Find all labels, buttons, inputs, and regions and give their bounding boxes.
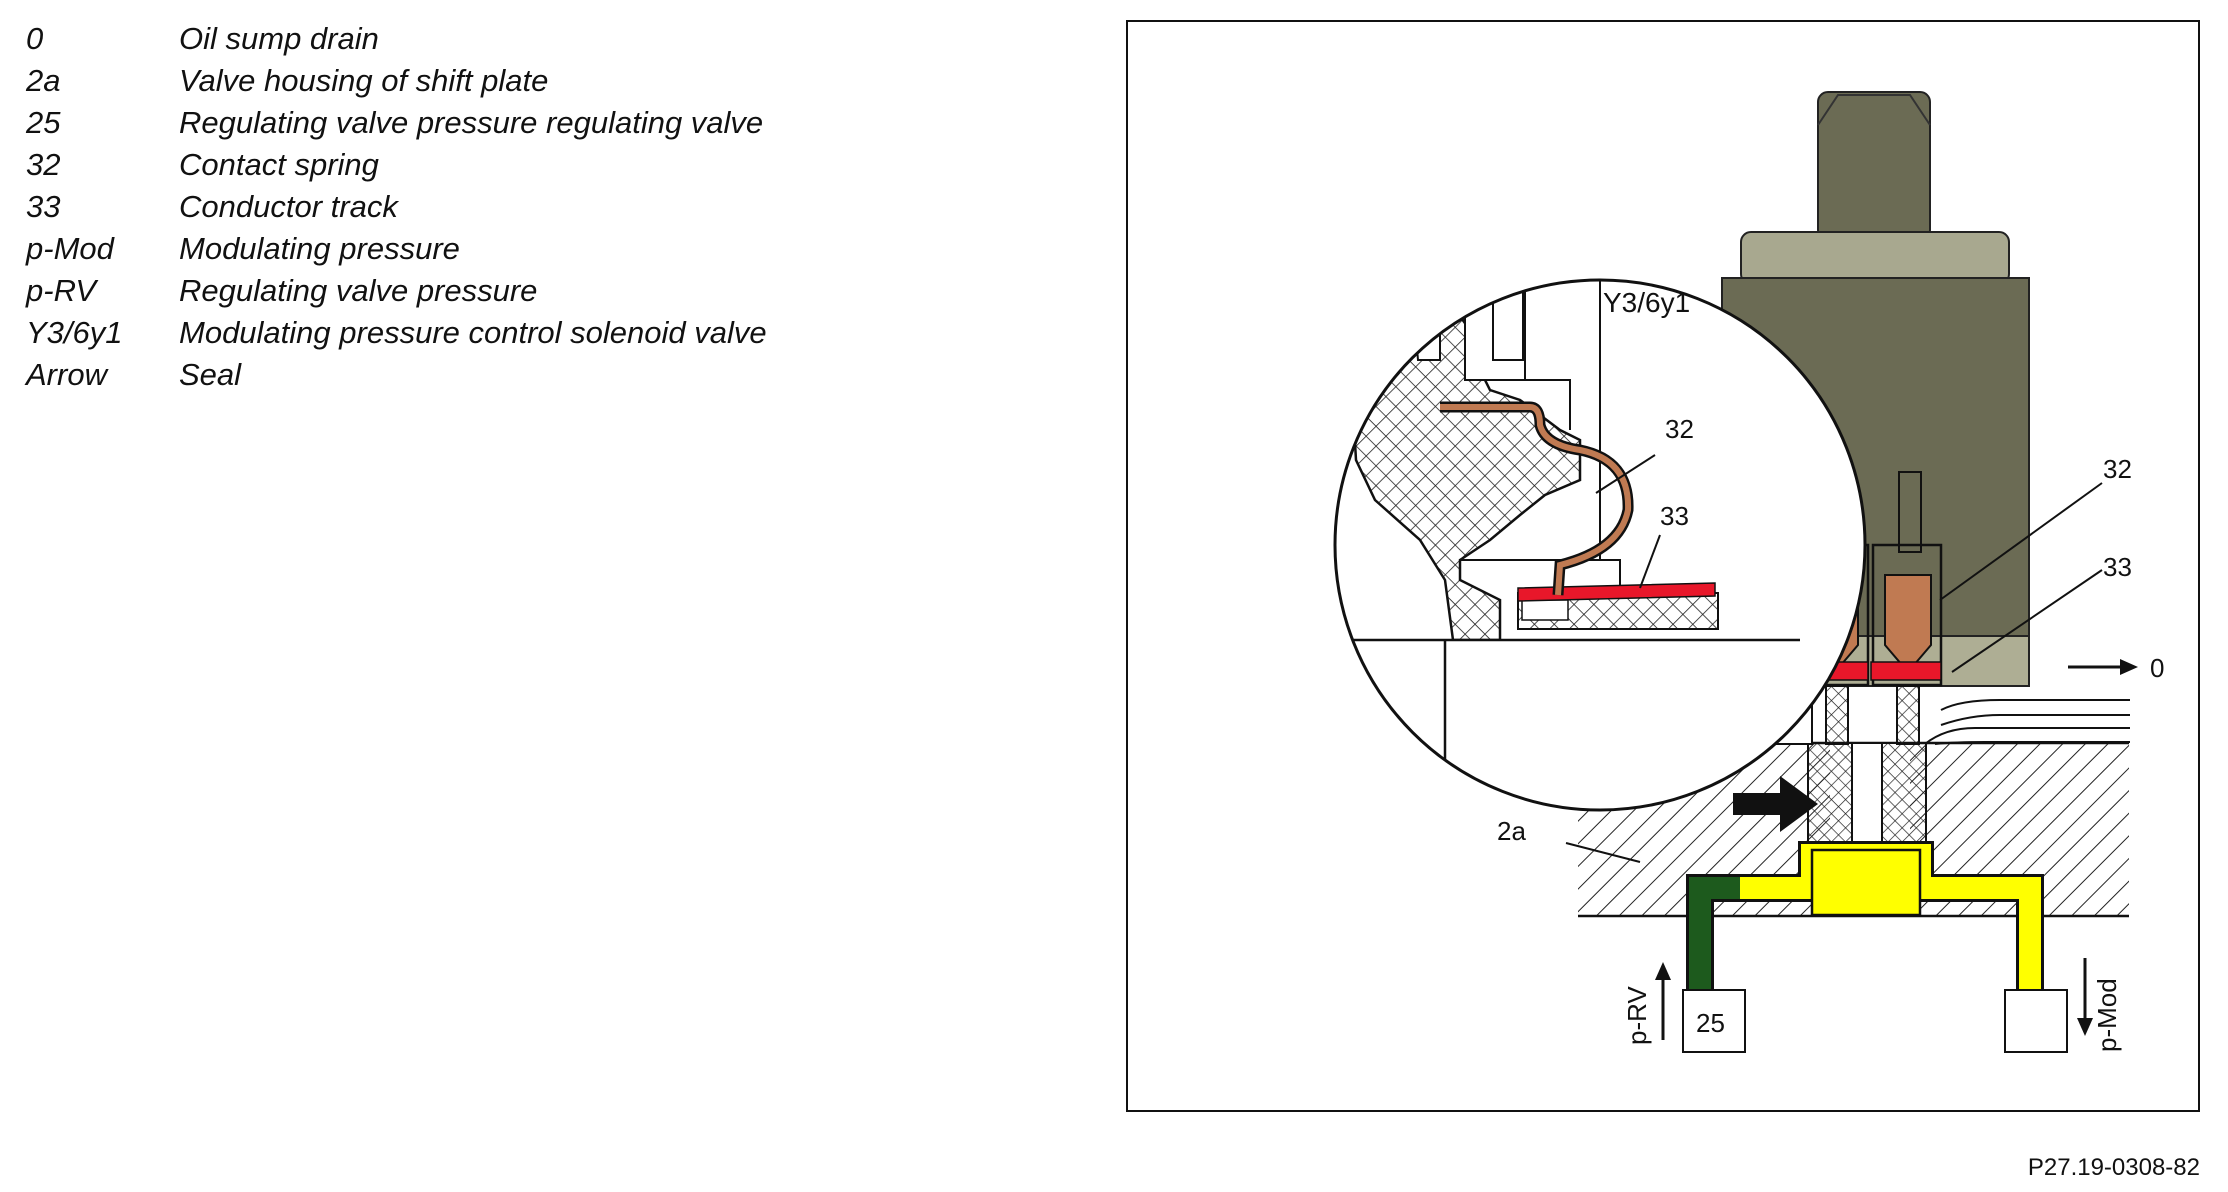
leader-lines	[1565, 482, 2103, 863]
solenoid-valve-diagram: Y3/6y1 32 33 32 33 0 2a 25 p-RV p-Mod	[1333, 91, 2164, 1053]
legend-description: Regulating valve pressure	[179, 273, 538, 308]
legend-description: Modulating pressure	[179, 231, 460, 266]
label-p-rv: p-RV	[1622, 986, 1652, 1045]
legend-key: 32	[26, 147, 61, 182]
legend-key: p-Mod	[26, 231, 114, 266]
label-33-main: 33	[2103, 552, 2132, 582]
legend-description: Contact spring	[179, 147, 379, 182]
oil-drain-arrow	[2068, 659, 2138, 675]
legend-description: Oil sump drain	[179, 21, 379, 56]
legend-row: p-Mod Modulating pressure	[26, 228, 767, 270]
legend-description: Regulating valve pressure regulating val…	[179, 105, 764, 140]
regulating-valve-box	[1682, 989, 1746, 1053]
diagram-frame: Y3/6y1 32 33 32 33 0 2a 25 p-RV p-Mod	[1126, 20, 2200, 1112]
legend-key: 33	[26, 189, 61, 224]
legend-row: 32 Contact spring	[26, 144, 767, 186]
legend-description: Seal	[179, 357, 242, 392]
label-y3-6y1: Y3/6y1	[1603, 287, 1690, 318]
label-33-inset: 33	[1660, 501, 1689, 531]
pressure-outlet-box	[2004, 989, 2068, 1053]
label-25: 25	[1696, 1008, 1725, 1038]
label-32-inset: 32	[1665, 414, 1694, 444]
legend-row: 2a Valve housing of shift plate	[26, 60, 767, 102]
p-mod-arrow	[2077, 958, 2093, 1036]
p-mod-channel	[1740, 841, 2044, 990]
legend-row: Arrow Seal	[26, 354, 767, 396]
label-0: 0	[2150, 653, 2164, 683]
legend-key: 2a	[26, 63, 61, 98]
legend-description: Valve housing of shift plate	[179, 63, 549, 98]
figure-reference: P27.19-0308-82	[2027, 1154, 2200, 1181]
legend-key: 0	[26, 21, 44, 56]
legend-row: 0 Oil sump drain	[26, 18, 767, 60]
legend-key: Arrow	[26, 357, 107, 392]
legend-description: Conductor track	[179, 189, 398, 224]
legend-description: Modulating pressure control solenoid val…	[179, 315, 767, 350]
label-32-main: 32	[2103, 454, 2132, 484]
p-rv-arrow	[1655, 962, 1671, 1040]
legend-key: p-RV	[26, 273, 97, 308]
legend-row: 25 Regulating valve pressure regulating …	[26, 102, 767, 144]
legend-key: 25	[26, 105, 61, 140]
label-2a: 2a	[1497, 816, 1526, 846]
legend: 0 Oil sump drain 2a Valve housing of shift…	[26, 18, 767, 396]
legend-row: 33 Conductor track	[26, 186, 767, 228]
seal-arrow	[1733, 776, 1818, 832]
legend-row: p-RV Regulating valve pressure	[26, 270, 767, 312]
legend-row: Y3/6y1 Modulating pressure control soleno…	[26, 312, 767, 354]
label-p-mod: p-Mod	[2092, 978, 2122, 1052]
legend-key: Y3/6y1	[26, 315, 123, 350]
